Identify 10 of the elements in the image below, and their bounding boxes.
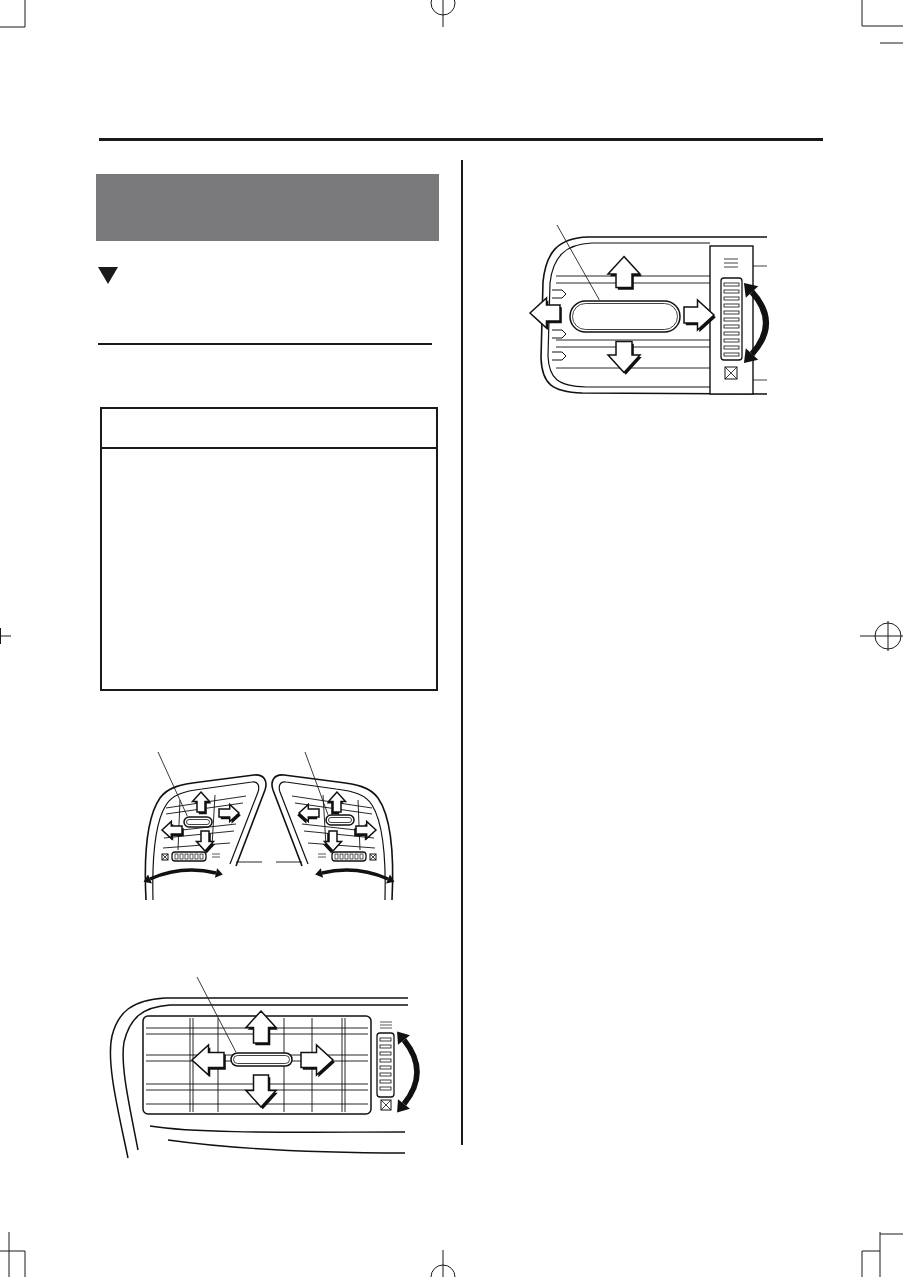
vent-knob [230, 1052, 293, 1067]
leader-line [196, 976, 237, 1053]
leader-line [304, 751, 329, 816]
vent-knob [183, 816, 213, 828]
heading-band [96, 174, 439, 241]
warning-box [100, 407, 438, 691]
vent-knob [569, 300, 681, 333]
leader-line [556, 224, 600, 301]
leader-line [157, 751, 188, 817]
vent-knob [325, 814, 355, 826]
